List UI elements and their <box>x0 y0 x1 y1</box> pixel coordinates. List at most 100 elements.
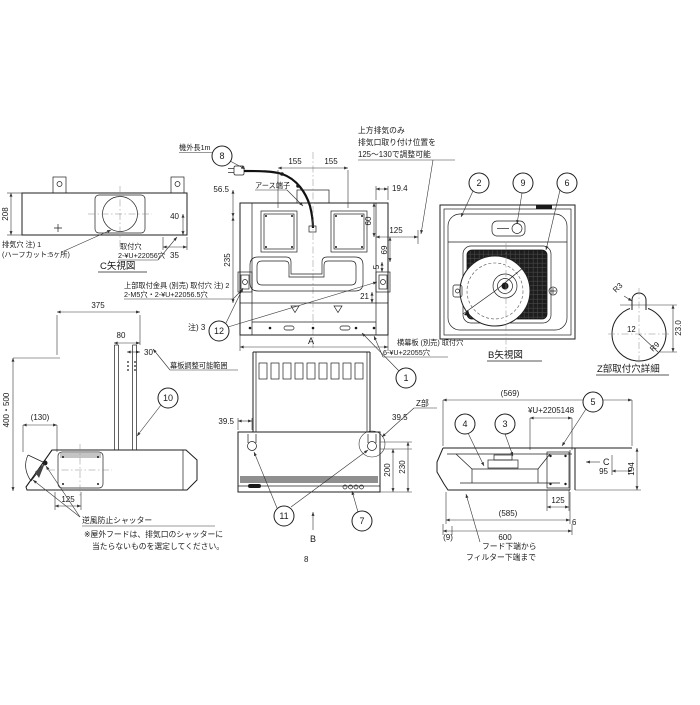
dim-a: A <box>308 336 314 346</box>
view-left-side: 375 80 30 幕板調整可能範囲 400・500 (130) <box>2 301 238 551</box>
balloon-2: 2 <box>460 172 490 218</box>
rotation-arrow <box>464 310 470 316</box>
vent-slot <box>318 362 328 380</box>
balloon-11: 11 <box>253 449 369 527</box>
dim-35: 35 <box>170 251 179 260</box>
balloon-8: 8 <box>211 145 246 170</box>
upper-bracket-note: 上部取付金具 (別売) 取付穴 注) 2 <box>124 281 229 290</box>
caution-line-1: ※屋外フードは、排気口のシャッターに <box>84 529 223 539</box>
vent-slot <box>330 362 340 380</box>
balloon-9: 9 <box>512 172 534 225</box>
svg-text:3: 3 <box>502 419 507 429</box>
dim-9: (9) <box>443 533 453 542</box>
dim-phi148: ¥U+2205148 <box>527 406 575 415</box>
hinge-mark <box>536 205 552 209</box>
top-exhaust-note-3: 125〜130で調整可能 <box>358 149 431 159</box>
detail-z: R3 R9 12 23.0 Z部取付穴詳細 <box>596 281 683 376</box>
radius-r3: R3 <box>611 281 624 294</box>
dim-125-right-view: 125 <box>551 496 565 505</box>
svg-text:9: 9 <box>520 178 525 188</box>
view-front: 機外長1m アース端子 上方排気のみ 排気口取り付け位置を 125〜130で調整… <box>179 125 463 564</box>
vent-slot <box>354 362 364 380</box>
dim-235: 235 <box>223 253 232 267</box>
front-lower-body <box>237 430 386 493</box>
balloon-3: 3 <box>494 413 516 457</box>
view-right-side: (569) ¥U+2205148 C 95 <box>436 389 641 562</box>
dim-130: (130) <box>31 413 50 422</box>
dim-30: 30 <box>144 348 153 357</box>
bottom-trim-band <box>240 476 378 483</box>
svg-text:12: 12 <box>214 326 224 336</box>
dim-6: 6 <box>572 518 576 527</box>
dim-depth: 208 <box>1 207 10 221</box>
dim-60: 60 <box>364 216 373 225</box>
brand-logo <box>248 484 261 488</box>
front-chamber <box>252 351 371 432</box>
balloon-5: 5 <box>561 391 604 447</box>
dim-69: 69 <box>380 245 389 254</box>
dim-375: 375 <box>91 301 105 310</box>
dim-8: 8 <box>304 555 309 564</box>
dim-5: 5 <box>372 264 381 269</box>
caution-line-2: 当たらないものを選定してください。 <box>92 541 224 551</box>
half-cut-label: (ハーフカット:5ヶ所) <box>2 250 70 259</box>
z-part-label: Z部 <box>416 398 429 408</box>
dim-12: 12 <box>627 325 636 334</box>
svg-text:11: 11 <box>279 511 288 521</box>
dim-56-5: 56.5 <box>213 185 229 194</box>
view-b-arrow-label: B <box>310 534 316 544</box>
dim-155-left: 155 <box>288 157 302 166</box>
dim-23-0: 23.0 <box>674 320 683 336</box>
view-c-top: 208 40 35 排気穴 注) 1 (ハーフカット:5ヶ所) 取付穴 2-¥U… <box>1 176 244 300</box>
plus-mark <box>54 224 62 232</box>
dim-40: 40 <box>170 212 179 221</box>
exhaust-hole-label: 排気穴 注) 1 <box>2 240 41 249</box>
dim-21: 21 <box>360 292 369 301</box>
cord-length-note: 機外長1m <box>179 143 211 152</box>
duct-lines <box>114 344 137 450</box>
mount-hole-label: 取付穴 <box>120 242 142 251</box>
lamp-handle <box>491 220 526 237</box>
side-panel-note: 横幕板 (別売) 取付穴 <box>397 338 463 347</box>
balloon-7: 7 <box>351 490 373 532</box>
hood-side-profile <box>25 444 198 498</box>
mount-hole-spec: 2-¥U+22056穴 <box>118 251 165 260</box>
vent-slot <box>294 362 304 380</box>
hood-right-profile <box>436 447 632 491</box>
keyhole-slot-right <box>367 434 377 451</box>
backdraft-shutter <box>25 454 48 482</box>
balloon-12: 12 <box>208 281 378 342</box>
view-b: B矢視図 <box>439 204 576 362</box>
front-upper-body <box>237 152 391 348</box>
detail-z-title: Z部取付穴詳細 <box>597 363 660 375</box>
balloon-10: 10 <box>136 387 179 437</box>
view-c-arrow-label: C <box>603 457 610 467</box>
svg-text:7: 7 <box>359 516 364 526</box>
baffle-range-note: 幕板調整可能範囲 <box>170 361 228 370</box>
vent-slot <box>282 362 292 380</box>
dim-95: 95 <box>599 467 608 476</box>
vent-slot <box>306 362 316 380</box>
upper-bracket-spec: 2-M5穴・2-¥U+22056.5穴 <box>124 290 208 299</box>
balloon-6: 6 <box>545 172 578 251</box>
dim-400-500: 400・500 <box>2 392 11 427</box>
svg-text:4: 4 <box>462 419 467 429</box>
part-balloons: 1 2 3 4 5 6 7 <box>136 145 604 532</box>
svg-text:2: 2 <box>476 178 481 188</box>
side-panel-spec: 6-¥U+22055穴 <box>383 348 430 357</box>
dim-39-5-left: 39.5 <box>218 417 234 426</box>
dim-600: 600 <box>498 533 512 542</box>
dim-125: 125 <box>389 226 403 235</box>
dim-194: 194 <box>627 462 636 476</box>
keyhole-slot-left <box>247 434 257 451</box>
dim-569: (569) <box>501 389 520 398</box>
top-exhaust-note-1: 上方排気のみ <box>358 125 405 135</box>
view-b-title: B矢視図 <box>488 349 523 361</box>
svg-text:1: 1 <box>403 373 408 383</box>
control-buttons[interactable] <box>342 484 364 490</box>
balloon-1: 1 <box>361 332 417 389</box>
emboss-outer <box>249 256 364 292</box>
power-cord <box>228 165 317 233</box>
